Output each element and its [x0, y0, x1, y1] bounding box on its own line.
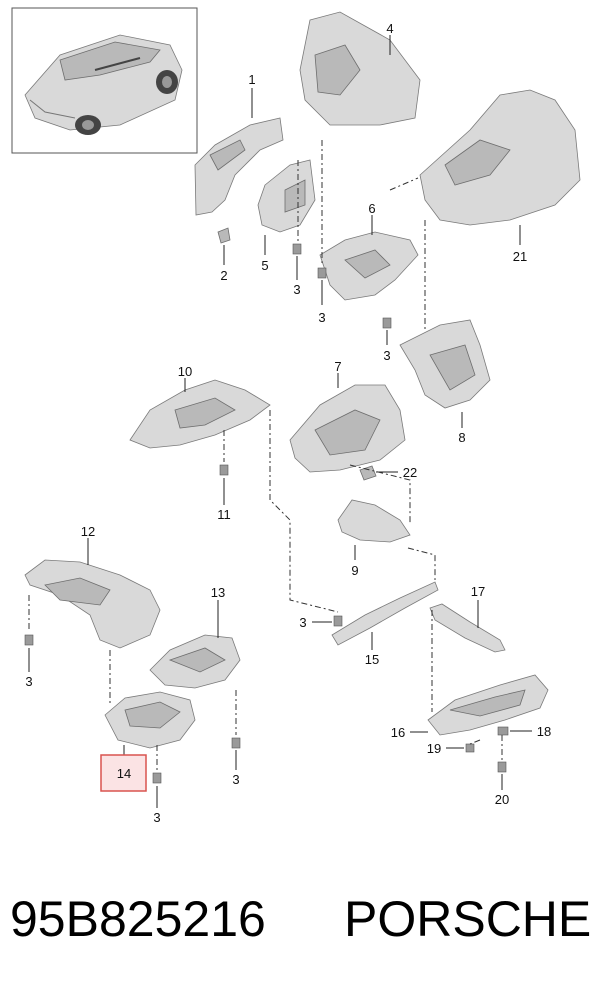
callout-3: 3	[232, 772, 239, 787]
fastener-3g	[333, 615, 343, 627]
callout-3: 3	[153, 810, 160, 825]
callout-labels: 1 2 3 3 3 3 3 3 3 4 5 6 7 8 9 10 11 12 1…	[25, 21, 551, 825]
part-21	[419, 89, 581, 226]
callout-19: 19	[427, 741, 441, 756]
callout-7: 7	[334, 359, 341, 374]
part-13	[149, 634, 241, 689]
part-14	[104, 691, 196, 749]
callout-15: 15	[365, 652, 379, 667]
callout-17: 17	[471, 584, 485, 599]
dash-21	[389, 177, 419, 191]
part-7	[289, 384, 406, 473]
callout-5: 5	[261, 258, 268, 273]
callout-12: 12	[81, 524, 95, 539]
callout-8: 8	[458, 430, 465, 445]
part-20	[497, 761, 507, 773]
dash-9	[349, 464, 411, 525]
vehicle-thumbnail	[11, 7, 198, 154]
brand-name: PORSCHE	[344, 891, 592, 947]
fastener-3f	[152, 772, 162, 784]
part-10	[129, 379, 271, 449]
callout-18: 18	[537, 724, 551, 739]
part-5	[257, 159, 316, 233]
callout-6: 6	[368, 201, 375, 216]
highlight-box-14	[100, 754, 147, 792]
callout-4: 4	[386, 21, 393, 36]
part-19	[465, 743, 475, 753]
part-18	[497, 726, 509, 736]
footer-caption: 95B825216 PORSCHE	[10, 890, 592, 960]
dash-15	[269, 410, 339, 613]
part-2	[217, 227, 231, 244]
part-12	[24, 559, 161, 649]
callout-2: 2	[220, 268, 227, 283]
callout-14: 14	[117, 766, 131, 781]
callout-13: 13	[211, 585, 225, 600]
part-22	[359, 465, 377, 481]
callout-10: 10	[178, 364, 192, 379]
callout-3: 3	[383, 348, 390, 363]
callout-16: 16	[391, 725, 405, 740]
dash-19	[469, 739, 481, 745]
part-4	[299, 11, 421, 126]
part-8	[399, 319, 491, 409]
part-1	[194, 117, 284, 216]
part-16	[427, 674, 549, 736]
part-15	[331, 581, 439, 646]
part-number: 95B825216	[10, 891, 266, 947]
callout-21: 21	[513, 249, 527, 264]
callout-3: 3	[293, 282, 300, 297]
part-9	[337, 499, 411, 543]
callout-3: 3	[25, 674, 32, 689]
callout-22: 22	[403, 465, 417, 480]
fastener-3d	[24, 634, 34, 646]
parts-diagram: 1 2 3 3 3 3 3 3 3 4 5 6 7 8 9 10 11 12 1…	[11, 7, 581, 825]
fastener-3-group-top	[292, 243, 392, 329]
callout-20: 20	[495, 792, 509, 807]
part-17	[429, 603, 506, 653]
callout-3: 3	[318, 310, 325, 325]
callout-11: 11	[217, 507, 231, 522]
dash-17	[407, 547, 436, 580]
callout-3: 3	[299, 615, 306, 630]
part-6	[319, 231, 419, 301]
callout-1: 1	[248, 72, 255, 87]
fastener-11	[219, 464, 229, 476]
fastener-3e	[231, 737, 241, 749]
callout-9: 9	[351, 563, 358, 578]
